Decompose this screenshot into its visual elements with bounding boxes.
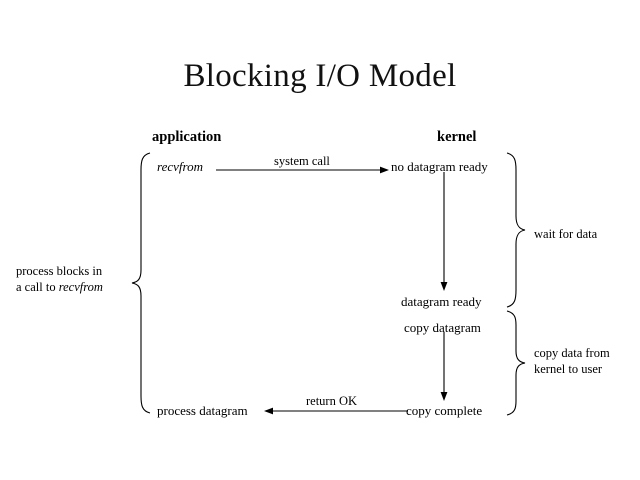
brace-copy-data: [503, 310, 527, 416]
side-label-process-blocks: process blocks in a call to recvfrom: [16, 263, 103, 295]
arrow-system-call: [216, 163, 392, 177]
side-label-process-blocks-line2-prefix: a call to: [16, 280, 59, 294]
node-recvfrom: recvfrom: [157, 159, 203, 174]
node-process-datagram: process datagram: [157, 403, 248, 418]
arrow-wait-downward: [437, 172, 451, 294]
column-header-kernel: kernel: [437, 129, 477, 145]
page-title: Blocking I/O Model: [183, 58, 457, 94]
edge-label-return-ok: return OK: [306, 394, 358, 408]
node-no-datagram-ready: no datagram ready: [391, 159, 488, 174]
column-header-application: application: [152, 129, 222, 145]
side-label-process-blocks-line2-italic: recvfrom: [58, 280, 103, 294]
arrow-return-ok: [262, 404, 408, 418]
brace-wait-for-data: [503, 152, 527, 308]
side-label-copy-data: copy data from kernel to user: [534, 345, 610, 377]
brace-application-blocked: [130, 152, 154, 414]
side-label-copy-data-line2: kernel to user: [534, 362, 603, 376]
side-label-copy-data-line1: copy data from: [534, 346, 610, 360]
node-copy-complete: copy complete: [406, 403, 483, 418]
edge-label-system-call: system call: [274, 154, 330, 168]
side-label-process-blocks-line1: process blocks in: [16, 264, 103, 278]
side-label-wait-for-data: wait for data: [534, 227, 598, 241]
arrow-copy-downward: [437, 332, 451, 404]
node-datagram-ready: datagram ready: [401, 294, 482, 309]
side-label-process-blocks-line2: a call to recvfrom: [16, 279, 103, 295]
node-copy-datagram: copy datagram: [404, 320, 481, 335]
